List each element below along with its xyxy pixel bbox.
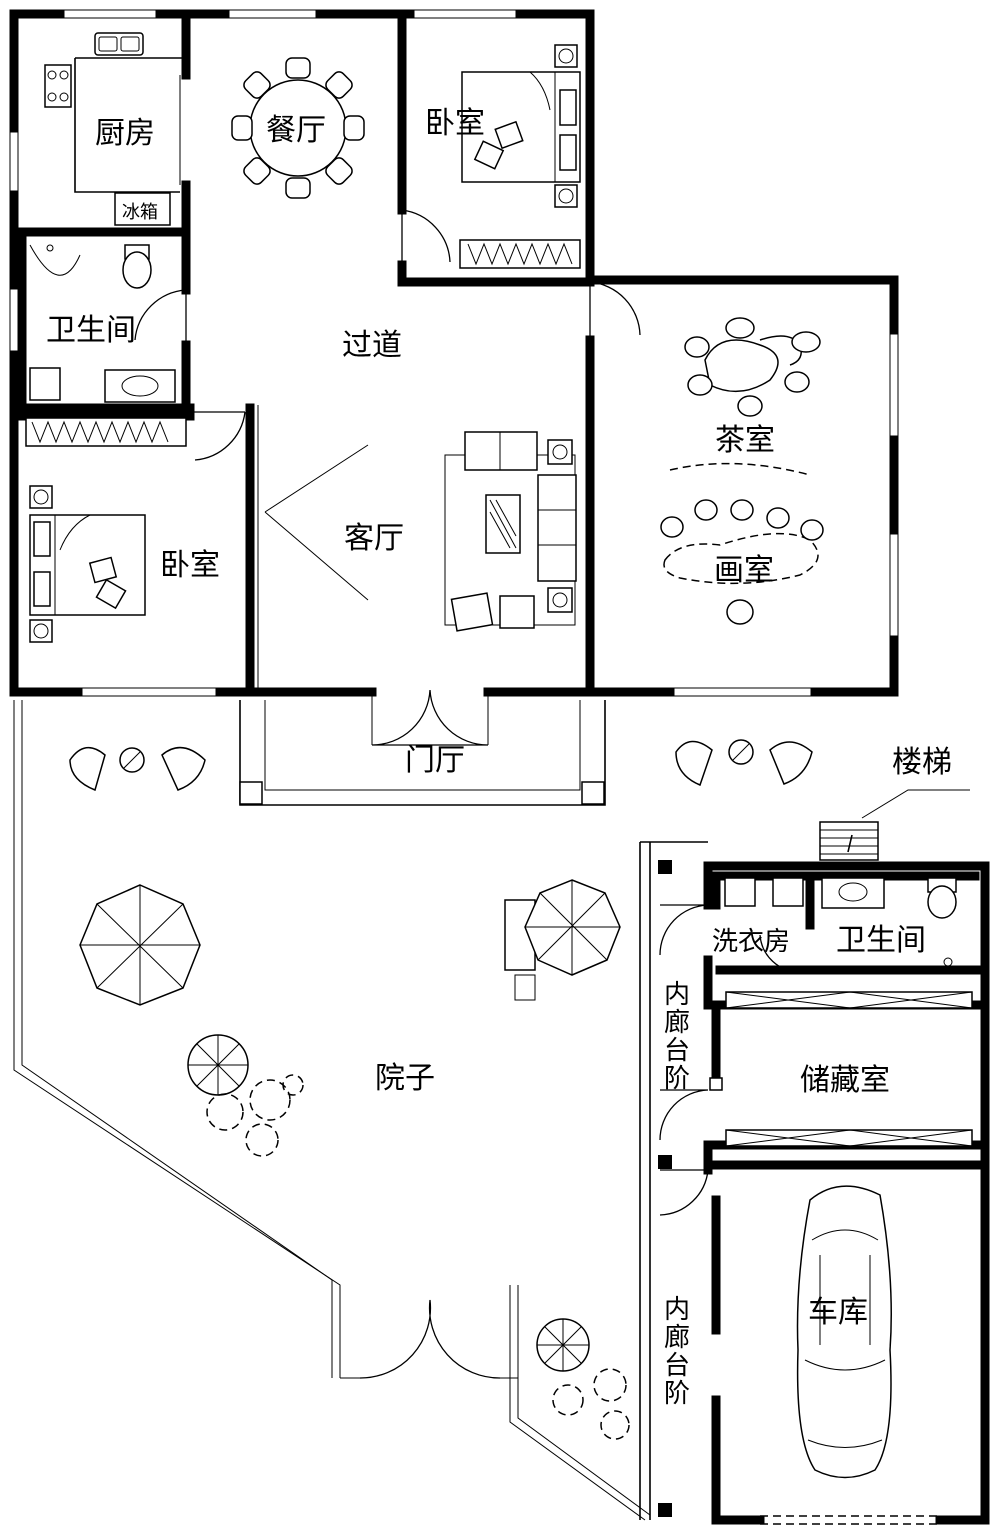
label-bedroom-west: 卧室 [160, 548, 220, 583]
label-entrance-hall: 门厅 [405, 743, 465, 778]
room-labels: 厨房 冰箱 餐厅 卧室 卫生间 过道 茶室 客厅 卧室 画室 门厅 楼梯 洗衣房… [46, 106, 952, 1409]
label-fridge: 冰箱 [122, 202, 158, 223]
label-courtyard: 院子 [375, 1061, 435, 1096]
label-laundry: 洗衣房 [712, 927, 790, 957]
label-tea-room: 茶室 [715, 423, 775, 458]
car-symbol [796, 1185, 892, 1479]
dining-table [231, 57, 365, 199]
bathroom-west-fixtures [29, 244, 176, 403]
label-inner-steps-upper: 内 廊 台 阶 [664, 980, 690, 1094]
label-bathroom-west: 卫生间 [46, 313, 136, 348]
label-stairs: 楼梯 [892, 745, 952, 780]
label-kitchen: 厨房 [95, 116, 155, 151]
umbrella-west [79, 884, 201, 1006]
tree-cluster-south [536, 1318, 630, 1440]
svg-text:台: 台 [664, 1036, 690, 1066]
umbrella-east [504, 879, 621, 1001]
bedroom-north-furniture [459, 44, 581, 269]
patio-set-west [69, 746, 206, 792]
label-living-room: 客厅 [344, 521, 404, 556]
svg-text:廊: 廊 [664, 1008, 690, 1038]
svg-text:内: 内 [664, 980, 690, 1010]
label-corridor: 过道 [342, 328, 402, 363]
label-inner-steps-lower: 内 廊 台 阶 [664, 1295, 690, 1409]
stairs-symbol [819, 789, 970, 861]
door-swings [134, 209, 801, 1379]
patio-set-east [675, 739, 813, 787]
living-room-furniture [444, 431, 577, 632]
main-house-walls [9, 9, 899, 806]
tree-cluster-west [187, 1034, 304, 1157]
label-garage: 车库 [808, 1295, 868, 1330]
tea-room-furniture [669, 317, 821, 476]
kitchen-fixtures [44, 32, 182, 226]
svg-text:阶: 阶 [664, 1379, 690, 1409]
courtyard-furniture [69, 739, 813, 1440]
svg-text:阶: 阶 [664, 1064, 690, 1094]
annex-fixtures [724, 789, 973, 1479]
svg-text:台: 台 [664, 1351, 690, 1381]
svg-text:内: 内 [664, 1295, 690, 1325]
courtyard-outline [13, 700, 651, 1521]
label-dining: 餐厅 [266, 113, 326, 148]
bedroom-west-furniture [25, 417, 187, 643]
label-bathroom-east: 卫生间 [836, 923, 926, 958]
label-storage: 储藏室 [800, 1063, 890, 1098]
painting-room-furniture [660, 499, 824, 625]
label-bedroom-north: 卧室 [425, 106, 485, 141]
svg-text:廊: 廊 [664, 1323, 690, 1353]
label-painting-room: 画室 [714, 553, 774, 588]
